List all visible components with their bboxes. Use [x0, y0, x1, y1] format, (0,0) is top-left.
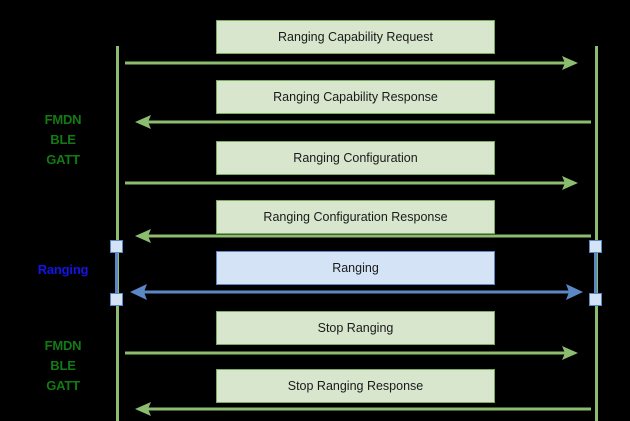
message-arrow-stop-ranging-response — [135, 400, 591, 418]
activation-right-top — [589, 240, 602, 253]
activation-right-bottom — [589, 293, 602, 306]
message-arrow-ranging-bidirectional — [130, 283, 583, 301]
phase-label-ranging: Ranging — [37, 262, 89, 277]
message-arrow-ranging-capability-response — [135, 113, 591, 131]
message-box-stop-ranging-response: Stop Ranging Response — [216, 369, 495, 403]
phase-label-fmdn-ble-gatt-bottom: FMDN BLE GATT — [44, 338, 82, 393]
message-arrow-ranging-capability-request — [125, 54, 578, 72]
right-lifeline — [595, 46, 598, 421]
activation-bar-left — [115, 246, 118, 300]
left-lifeline — [116, 46, 119, 421]
activation-bar-right — [594, 246, 597, 300]
message-box-ranging-capability-request: Ranging Capability Request — [216, 20, 495, 54]
message-box-ranging: Ranging — [216, 251, 495, 285]
message-box-ranging-configuration-response: Ranging Configuration Response — [216, 200, 495, 234]
message-box-ranging-capability-response: Ranging Capability Response — [216, 80, 495, 114]
message-arrow-ranging-configuration — [125, 174, 578, 192]
message-arrow-ranging-configuration-response — [135, 227, 591, 245]
message-box-stop-ranging: Stop Ranging — [216, 311, 495, 345]
phase-label-fmdn-ble-gatt-top: FMDN BLE GATT — [44, 112, 82, 167]
activation-left-top — [110, 240, 123, 253]
message-box-ranging-configuration: Ranging Configuration — [216, 141, 495, 175]
message-arrow-stop-ranging — [125, 344, 578, 362]
activation-left-bottom — [110, 293, 123, 306]
